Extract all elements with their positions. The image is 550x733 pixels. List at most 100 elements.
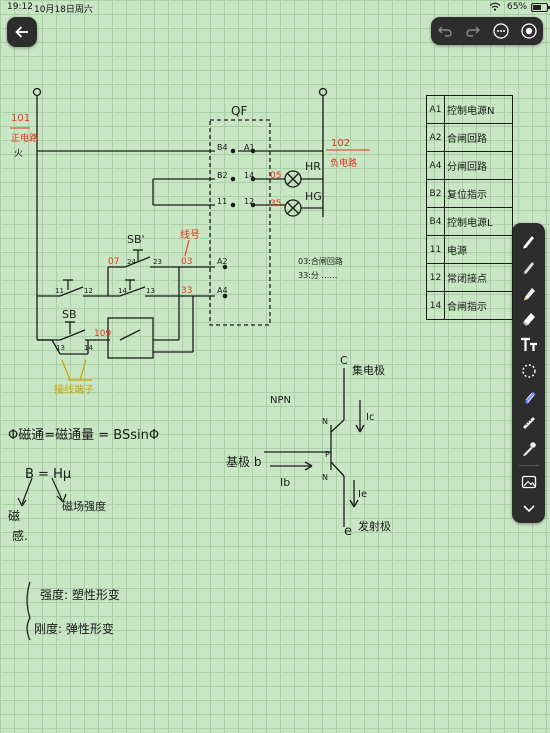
legend-desc: 控制电源L [444,207,513,236]
color-dropper-button[interactable] [517,436,541,462]
label-emitter-e: e [344,524,352,539]
pin-12: 12 [244,197,254,206]
label-ic: Ic [366,412,374,423]
top-toolbar [431,17,543,45]
redo-icon [466,26,480,37]
done-circle-icon [521,23,537,39]
label-sb-prime: SB' [127,233,145,246]
yellow-arrows [61,359,92,381]
tape-icon [524,392,535,404]
label-negative-circuit: 负电路 [330,157,357,169]
label-field-strength: 磁场强度 [62,499,106,513]
status-date: 10月18日周六 [34,5,93,15]
ruler-icon [522,417,535,429]
label-base: 基极 b [226,455,261,469]
pin-b2: B2 [217,171,228,180]
sw-label-12: 12 [84,287,93,295]
legend-code: A2 [426,123,445,152]
battery-level [533,5,542,10]
label-p: P [325,450,330,459]
label-109: 109 [94,329,111,339]
label-collector: 集电极 [352,363,385,377]
undo-icon [438,26,452,37]
legend-desc: 合闸指示 [444,291,513,320]
lasso-button[interactable] [517,358,541,384]
pin-11: 11 [217,197,227,206]
done-button[interactable] [518,20,540,42]
formula-arrows [17,477,67,641]
pin-14: 14 [244,171,254,180]
label-sense: 感. [12,528,28,543]
sw-label-14: 14 [118,287,127,295]
legend-code: A4 [426,151,445,180]
red-annotations [10,127,370,257]
eraser-icon [522,313,535,326]
pin-a2: A2 [217,257,228,266]
sw-label-23: 23 [153,258,162,266]
sw-label-13: 13 [146,287,155,295]
pen-tool-button[interactable] [517,228,541,254]
pen-tool-icon [522,234,535,249]
label-collector-c: C [340,354,348,367]
note-strength: 强度: 塑性形变 [40,587,120,602]
status-bar: 19:12 10月18日周六 65% [0,0,550,15]
redo-button[interactable] [462,20,484,42]
legend-code: A1 [426,95,445,124]
formula-flux: Φ磁通=磁通量 = BSsinΦ [8,428,159,443]
legend-desc: 合闸回路 [444,123,513,152]
label-fire: 火 [14,148,23,159]
eraser-button[interactable] [517,306,541,332]
label-terminal-block: 接线端子 [54,383,94,396]
label-qf: QF [231,104,247,118]
label-03: 03 [181,257,192,267]
pin-a1: A1 [244,143,255,152]
text-tool-button[interactable] [517,332,541,358]
chevron-down-icon [522,505,535,513]
more-horizontal-icon [493,23,509,39]
legend-code: 14 [426,291,445,320]
pencil-icon [522,262,534,275]
terminal-13: 13 [56,344,65,352]
lamp-hg-label: HG [305,190,322,203]
marker-button[interactable] [517,280,541,306]
legend-desc: 分闸回路 [444,151,513,180]
collapse-toolbar-button[interactable] [517,495,541,521]
more-button[interactable] [490,20,512,42]
legend-code: B2 [426,179,445,208]
label-n-top: N [322,417,328,426]
legend-desc: 复位指示 [444,179,513,208]
back-button[interactable] [7,17,37,47]
label-n-bottom: N [322,473,328,482]
battery-icon [531,3,550,12]
lamp-hr-label: HR [305,160,321,173]
ruler-button[interactable] [517,410,541,436]
note-03-closing: 03:合闸回路 [298,256,343,266]
legend-desc: 常闭接点 [444,263,513,292]
toolbar-divider [518,465,539,466]
side-toolbar [512,223,545,523]
label-33: 33 [181,286,192,296]
wifi-icon [489,2,501,14]
sw-label-11: 11 [55,287,64,295]
label-line-number: 线号 [180,228,200,241]
legend-desc: 电源 [444,235,513,264]
pencil-button[interactable] [517,254,541,280]
label-07: 07 [108,257,119,267]
status-time: 19:12 [7,2,33,12]
transistor-diagram [264,368,365,527]
undo-button[interactable] [434,20,456,42]
label-positive-circuit: 正电路 [11,132,38,144]
label-102: 102 [331,138,350,149]
image-insert-button[interactable] [517,469,541,495]
label-35: 35 [270,199,281,209]
tape-button[interactable] [517,384,541,410]
